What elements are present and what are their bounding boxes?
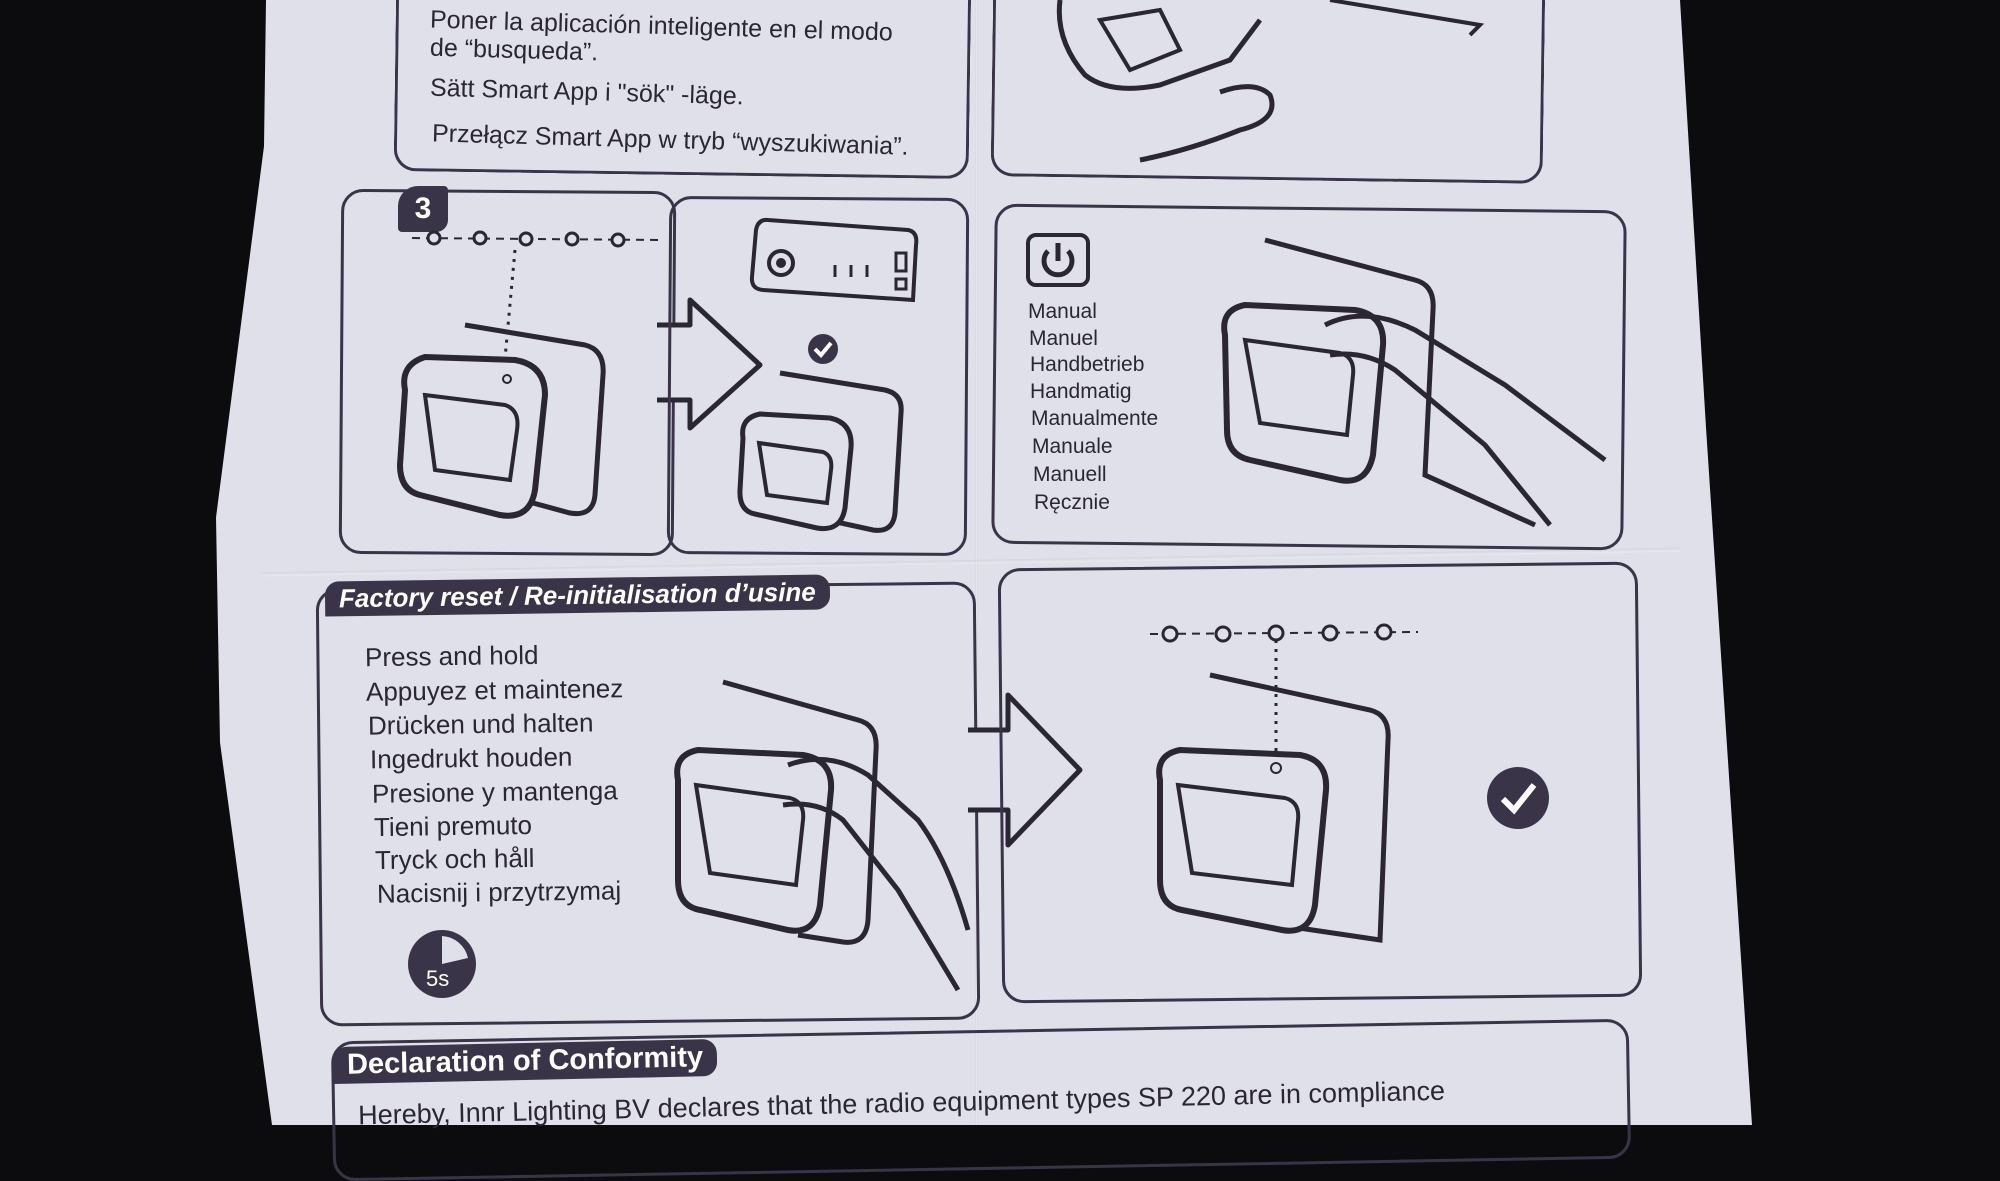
factory-reset-title: Factory reset / Re-initialisation d’usin… bbox=[324, 574, 831, 617]
reset-instruction-0: Press and hold bbox=[364, 639, 539, 673]
reset-success-check-icon bbox=[1487, 767, 1549, 829]
reset-instruction-3: Ingedrukt houden bbox=[369, 741, 573, 775]
gateway-hub-illustration bbox=[749, 217, 919, 303]
manual-label-0: Manual bbox=[1028, 300, 1097, 323]
reset-plug-illustration bbox=[1156, 640, 1391, 943]
top-plug-illustration bbox=[1056, 0, 1485, 163]
timer-icon: 5s bbox=[408, 930, 476, 998]
reset-signal-dots-line bbox=[1149, 623, 1419, 643]
reset-instruction-2: Drücken und halten bbox=[367, 707, 594, 741]
manual-label-1: Manuel bbox=[1029, 327, 1098, 350]
timer-label: 5s bbox=[426, 966, 450, 991]
instruction-sheet: Poner la aplicación inteligente en el mo… bbox=[216, 0, 1752, 1181]
fold-line-vertical bbox=[975, 0, 978, 1125]
reset-instruction-1: Appuyez et maintenez bbox=[365, 673, 624, 707]
manual-label-2: Handbetrieb bbox=[1030, 353, 1145, 376]
manual-label-6: Manuell bbox=[1033, 463, 1107, 486]
reset-instruction-5: Tieni premuto bbox=[373, 809, 533, 843]
smart-plug-illustration bbox=[396, 249, 606, 519]
signal-dots-line bbox=[411, 230, 661, 248]
manual-label-7: Ręcznie bbox=[1034, 491, 1110, 514]
reset-instruction-6: Tryck och håll bbox=[374, 842, 535, 876]
reset-arrow-icon bbox=[968, 692, 1083, 848]
reset-instruction-4: Presione y mantenga bbox=[371, 775, 618, 809]
manual-label-5: Manuale bbox=[1032, 435, 1113, 458]
reset-instruction-7: Nacisnij i przytrzymaj bbox=[376, 875, 622, 909]
paired-plug-illustration bbox=[737, 370, 904, 533]
manual-label-3: Handmatig bbox=[1030, 380, 1132, 403]
step3-badge: 3 bbox=[398, 186, 448, 232]
step-arrow-icon bbox=[657, 297, 763, 431]
paper-background bbox=[216, 0, 1752, 1125]
power-icon bbox=[1026, 233, 1090, 287]
reset-hand-plug-illustration bbox=[674, 679, 971, 992]
hand-press-plug-illustration bbox=[1221, 237, 1607, 528]
spanish-instruction-line2: de “busqueda”. bbox=[429, 33, 599, 67]
manual-label-4: Manualmente bbox=[1031, 407, 1159, 430]
paired-check-icon bbox=[808, 334, 838, 364]
